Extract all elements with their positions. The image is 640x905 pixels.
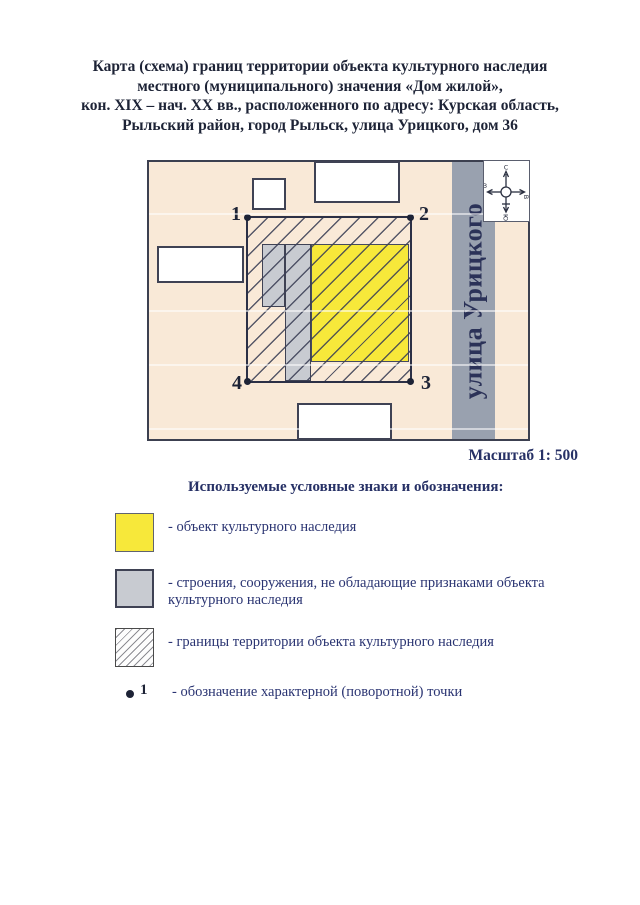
legend-label-other-structures: - строения, сооружения, не обладающие пр… (168, 575, 545, 608)
corner-point-1-dot (244, 214, 251, 221)
title-line: Рыльский район, город Рыльск, улица Уриц… (122, 116, 518, 134)
corner-point-1-label: 1 (231, 203, 241, 225)
building-small-top (252, 178, 286, 210)
legend-label-turning-point: - обозначение характерной (поворотной) т… (172, 684, 463, 700)
legend-label-territory-boundary: - границы территории объекта культурного… (168, 634, 494, 650)
map-panel: 1 2 3 4 улица Урицкого С Ю З (147, 160, 530, 441)
compass-north-letter: С (504, 164, 509, 172)
title-line: местного (муниципального) значения «Дом … (137, 77, 503, 95)
compass-east-letter: В (522, 195, 529, 199)
scale-label: Масштаб 1: 500 (468, 447, 578, 464)
legend-swatch-territory-boundary (115, 628, 154, 667)
building-left (157, 246, 244, 283)
compass-rose-icon: С Ю З В (483, 160, 530, 222)
legend-swatch-other-structures (115, 569, 154, 608)
corner-point-4-dot (244, 378, 251, 385)
boundary-hatch-overlay (248, 218, 410, 381)
corner-point-2-label: 2 (419, 203, 429, 225)
title-line: Карта (схема) границ территории объекта … (92, 58, 548, 75)
corner-point-3-label: 3 (421, 372, 431, 394)
legend-point-marker-dot (126, 690, 134, 698)
corner-point-2-dot (407, 214, 414, 221)
legend-swatch-heritage-object (115, 513, 154, 552)
building-bottom (297, 403, 392, 440)
compass-west-letter: З (484, 182, 487, 190)
compass-south-letter: Ю (502, 214, 510, 221)
corner-point-4-label: 4 (232, 372, 242, 394)
building-top (314, 161, 400, 203)
legend-point-marker-number: 1 (140, 682, 148, 698)
territory-boundary-square: 1 2 3 4 (231, 204, 431, 393)
page-title: Карта (схема) границ территории объекта … (30, 57, 610, 135)
corner-point-3-dot (407, 378, 414, 385)
legend-heading: Используемые условные знаки и обозначени… (188, 479, 504, 495)
title-line: кон. XIX – нач. XX вв., расположенного п… (81, 97, 559, 114)
legend-label-heritage-object: - объект культурного наследия (168, 519, 357, 535)
